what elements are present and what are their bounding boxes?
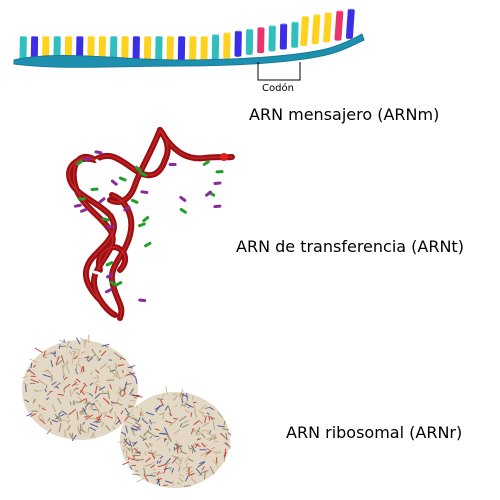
mrna-base (19, 36, 27, 62)
mrna-base (87, 36, 95, 62)
mrna-base (268, 25, 276, 52)
trna-ribbon (107, 127, 163, 205)
trna-base (76, 159, 84, 166)
trna-base (105, 261, 114, 267)
mrna-base (300, 15, 310, 46)
mrna-base (211, 34, 220, 61)
trna-base (140, 190, 149, 195)
mrna-label: ARN mensajero (ARNm) (249, 105, 440, 124)
trna-base (196, 174, 205, 178)
rrna-label: ARN ribosomal (ARNr) (286, 423, 463, 442)
trna-base (77, 197, 86, 201)
trna-base (90, 187, 99, 191)
trna-base (144, 241, 152, 248)
mrna-base (98, 36, 107, 62)
trna-base (98, 197, 106, 204)
trna-base (202, 160, 210, 166)
mrna-base (334, 10, 344, 41)
trna-base (143, 225, 151, 231)
trna-base (106, 272, 114, 279)
mrna-base (245, 28, 254, 55)
trna-base (95, 159, 103, 165)
mrna-base (223, 32, 231, 59)
trna-acceptor-end (220, 153, 228, 161)
codon-bracket (257, 62, 301, 81)
trna-base (205, 190, 212, 197)
trna-base (94, 150, 103, 155)
trna-base (92, 270, 101, 275)
trna-base (114, 281, 123, 287)
trna-base (130, 198, 139, 204)
mrna-base (121, 36, 129, 62)
trna-base (123, 205, 131, 212)
trna-base (118, 176, 127, 182)
mrna-base (132, 36, 140, 62)
trna-base (73, 203, 82, 208)
mrna-base (109, 36, 118, 62)
trna-base (168, 163, 177, 167)
trna-base (139, 171, 148, 177)
trna-base (215, 170, 224, 174)
trna-base (129, 279, 138, 284)
trna-base (106, 225, 115, 229)
trna-base (213, 204, 222, 209)
trna-base (138, 222, 146, 228)
mrna-base (345, 8, 355, 39)
trna-structure (66, 127, 235, 321)
trna-base (80, 207, 88, 213)
mrna-base (279, 23, 288, 50)
trna-base (138, 298, 147, 303)
trna-base (83, 157, 92, 161)
trna-base (110, 179, 118, 186)
mrna-base (234, 30, 242, 57)
trna-base (213, 181, 222, 185)
ribosome-large-subunit (22, 340, 138, 440)
codon-label: Codón (262, 83, 294, 94)
mrna-base (155, 36, 163, 62)
trna-base (142, 216, 150, 223)
trna-base (101, 217, 110, 222)
mrna-backbone (13, 33, 365, 68)
mrna-base (257, 27, 265, 54)
trna-base (81, 299, 90, 304)
trna-base (83, 215, 91, 221)
trna-base (179, 208, 187, 214)
mrna-base (166, 36, 174, 62)
mrna-base (189, 36, 197, 62)
trna-base (179, 195, 187, 202)
trna-label: ARN de transferencia (ARNt) (236, 237, 464, 256)
trna-base (104, 288, 113, 294)
trna-base (110, 207, 118, 214)
trna-ribbon (108, 192, 135, 321)
ribosome-structure (22, 334, 232, 488)
trna-base (134, 165, 142, 172)
mrna-base (200, 36, 208, 62)
mrna-base (311, 14, 321, 45)
mrna-base (30, 36, 39, 62)
mrna-base (143, 36, 152, 62)
mrna-base (177, 36, 186, 62)
mrna-base (291, 21, 299, 48)
trna-base (70, 211, 79, 215)
mrna-base (323, 12, 332, 43)
